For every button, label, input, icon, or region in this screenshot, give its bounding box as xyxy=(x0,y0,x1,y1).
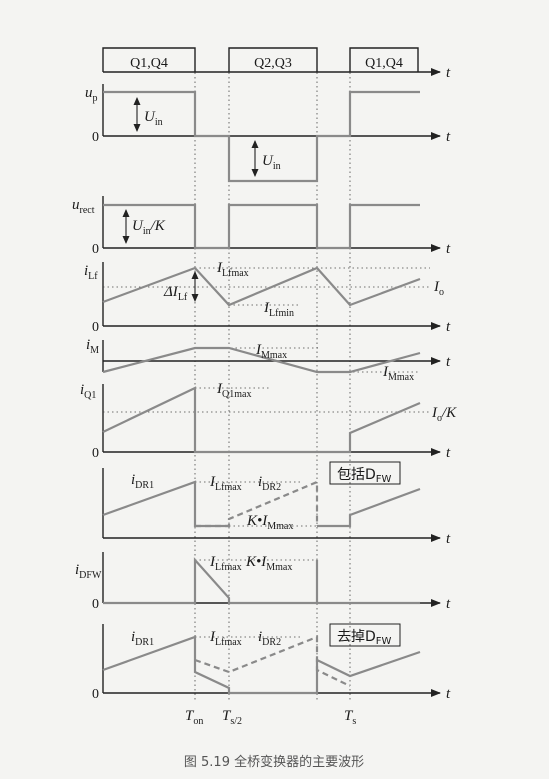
im-label: iM xyxy=(86,337,99,356)
im-panel: iM IMmax IMmax t xyxy=(86,337,451,383)
figure-caption: 图 5.19 全桥变换器的主要波形 xyxy=(184,754,364,770)
ilf-zero: 0 xyxy=(92,320,99,335)
iq1-panel: iQ1 IQ1max Io/K 0 t xyxy=(80,381,457,461)
urect-panel: urect Uin/K 0 t xyxy=(72,196,451,257)
t-label-8: t xyxy=(446,686,451,702)
idr1-ilfmax-label: ILfmax xyxy=(209,474,242,493)
dilf-label: ΔILf xyxy=(163,284,188,303)
idfw-panel: iDFW ILfmax K•IMmax 0 t xyxy=(75,552,451,612)
ts-label: Ts xyxy=(344,708,356,727)
idr2-waveform xyxy=(195,480,319,528)
idr1-label-b: iDR1 xyxy=(131,629,154,648)
kim-label-1: K•IMmax xyxy=(246,513,293,532)
idr1-label: iDR1 xyxy=(131,472,154,491)
up-label: up xyxy=(85,85,98,104)
t-label-7: t xyxy=(446,596,451,612)
idfw-ilfmax-label: ILfmax xyxy=(209,554,242,573)
band-label-1: Q1,Q4 xyxy=(130,56,168,71)
immax-label-2: IMmax xyxy=(382,364,414,383)
without-dfw-box xyxy=(329,623,401,647)
ton-label: Ton xyxy=(185,708,203,727)
kim-label-2: K•IMmax xyxy=(245,554,292,573)
immax-label-1: IMmax xyxy=(255,342,287,361)
t-label-5: t xyxy=(446,445,451,461)
urect-label: urect xyxy=(72,197,95,216)
t-label-4: t xyxy=(446,354,451,370)
iq1-label: iQ1 xyxy=(80,382,96,401)
iq1-zero: 0 xyxy=(92,446,99,461)
band-q2q3 xyxy=(228,47,318,72)
idr-b-ilfmax-label: ILfmax xyxy=(209,629,242,648)
up-panel: up Uin Uin 0 t xyxy=(85,84,451,183)
idr2-label-2: iDR2 xyxy=(258,629,281,648)
idr-b-waveform-1 xyxy=(102,635,421,695)
band-label-3: Q1,Q4 xyxy=(365,56,403,71)
ilf-panel: iLf ILfmax ILfmin ΔILf Io 0 t xyxy=(84,260,451,335)
iok-label: Io/K xyxy=(431,405,457,424)
idfw-zero: 0 xyxy=(92,597,99,612)
without-dfw-label: 去掉DFW xyxy=(337,629,392,647)
idr2-label-1: iDR2 xyxy=(258,474,281,493)
ilfmax-label: ILfmax xyxy=(216,260,249,279)
idfw-waveform xyxy=(103,557,420,605)
idr2-zero: 0 xyxy=(92,687,99,702)
switch-band: Q1,Q4 Q2,Q3 Q1,Q4 t xyxy=(102,47,451,81)
idr-without-panel: iDR1 ILfmax iDR2 去掉DFW 0 t xyxy=(92,623,451,702)
band-label-2: Q2,Q3 xyxy=(254,56,292,71)
up-zero: 0 xyxy=(92,130,99,145)
ilf-label: iLf xyxy=(84,263,98,282)
t-label-6: t xyxy=(446,531,451,547)
idr1-waveform-b xyxy=(317,487,421,528)
urect-zero: 0 xyxy=(92,242,99,257)
band-q1q4-b xyxy=(349,47,419,72)
idr-b-waveform-2 xyxy=(194,635,351,687)
t-label-2: t xyxy=(446,241,451,257)
ilf-waveform xyxy=(102,266,421,307)
io-label: Io xyxy=(433,279,444,298)
urect-waveform xyxy=(103,203,420,250)
idr1-waveform-a xyxy=(102,480,229,528)
iq1max-label: IQ1max xyxy=(216,381,251,400)
ts2-label: Ts/2 xyxy=(222,708,242,727)
ilfmin-label: ILfmin xyxy=(263,300,294,319)
t-label-1: t xyxy=(446,129,451,145)
time-marks: Ton Ts/2 Ts xyxy=(185,708,356,727)
uin-label-1: Uin xyxy=(144,109,163,128)
uink-label: Uin/K xyxy=(132,218,166,237)
t-label-0: t xyxy=(446,65,451,81)
im-waveform xyxy=(102,346,421,374)
uin-label-2: Uin xyxy=(262,153,281,172)
iq1-waveform xyxy=(102,386,421,454)
up-waveform xyxy=(103,90,420,183)
band-q1q4-a xyxy=(102,47,196,72)
with-dfw-label: 包括DFW xyxy=(337,467,392,485)
t-label-3: t xyxy=(446,319,451,335)
idr-with-panel: iDR1 ILfmax iDR2 K•IMmax 包括DFW t xyxy=(102,461,451,547)
idfw-label: iDFW xyxy=(75,562,102,581)
with-dfw-box xyxy=(329,461,401,485)
